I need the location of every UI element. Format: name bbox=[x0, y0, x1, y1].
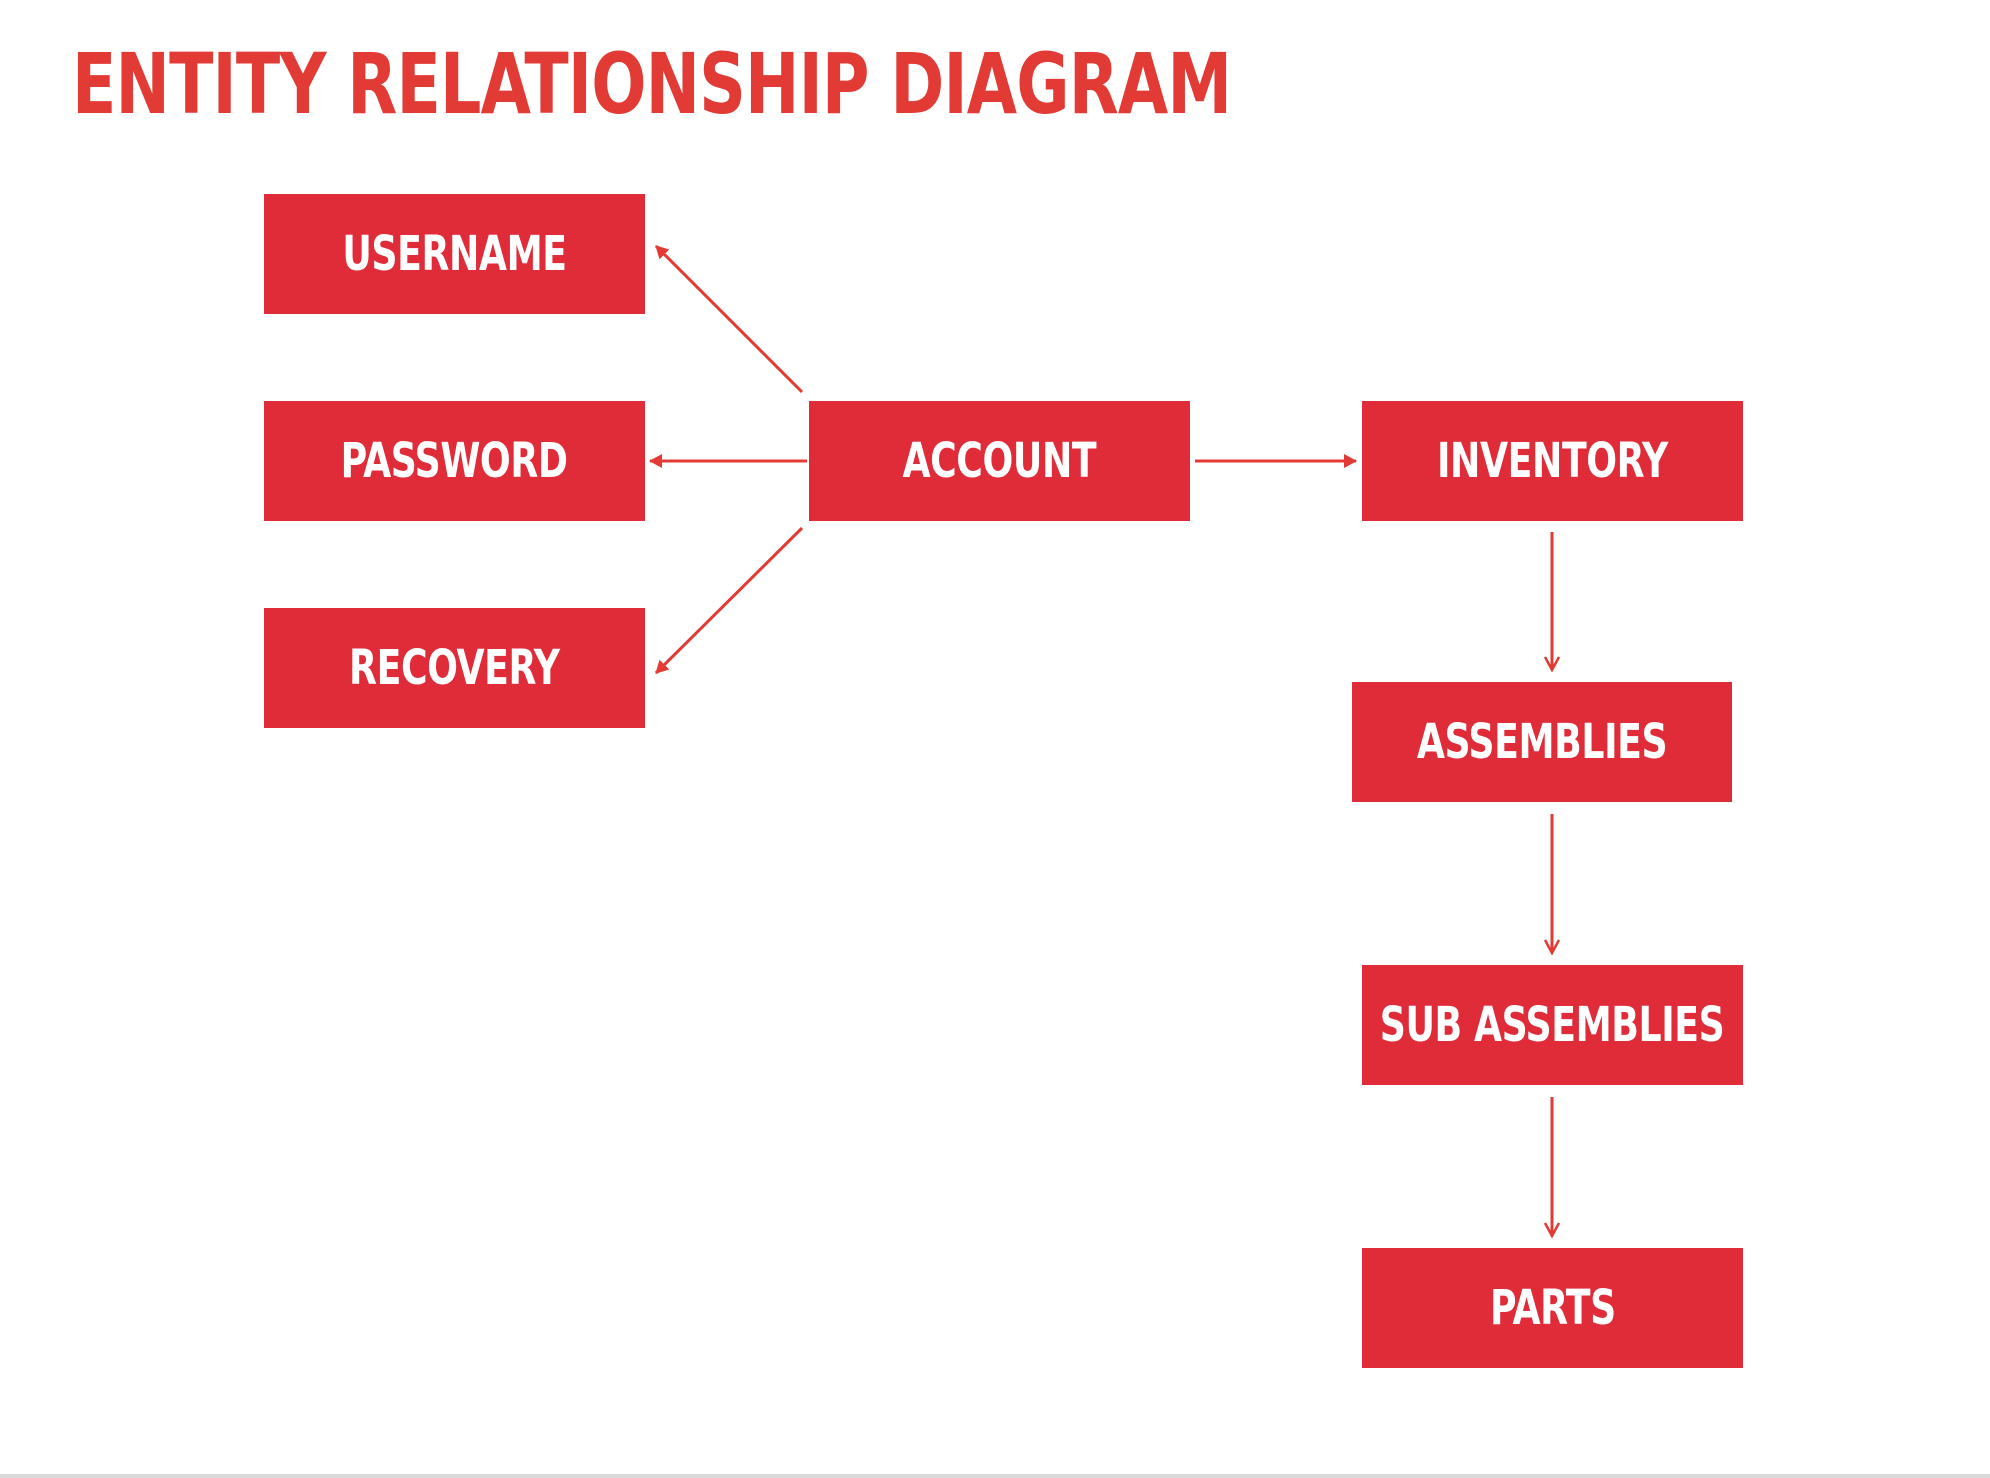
bottom-divider bbox=[0, 1474, 1990, 1478]
entity-password[interactable]: PASSWORD bbox=[264, 401, 645, 521]
entity-account[interactable]: ACCOUNT bbox=[809, 401, 1190, 521]
entity-username[interactable]: USERNAME bbox=[264, 194, 645, 314]
diagram-title: ENTITY RELATIONSHIP DIAGRAM bbox=[72, 35, 1232, 133]
entity-parts[interactable]: PARTS bbox=[1362, 1248, 1743, 1368]
entity-sub-assemblies-label: SUB ASSEMBLIES bbox=[1380, 997, 1725, 1053]
entity-recovery-label: RECOVERY bbox=[349, 640, 560, 696]
entity-assemblies-label: ASSEMBLIES bbox=[1416, 714, 1668, 770]
entity-password-label: PASSWORD bbox=[341, 433, 568, 489]
entity-username-label: USERNAME bbox=[342, 226, 567, 282]
entity-sub-assemblies[interactable]: SUB ASSEMBLIES bbox=[1362, 965, 1743, 1085]
entity-assemblies[interactable]: ASSEMBLIES bbox=[1352, 682, 1732, 802]
entity-inventory-label: INVENTORY bbox=[1437, 433, 1668, 489]
arrow-account-to-recovery bbox=[654, 526, 804, 675]
entity-recovery[interactable]: RECOVERY bbox=[264, 608, 645, 728]
entity-account-label: ACCOUNT bbox=[902, 433, 1097, 489]
entity-inventory[interactable]: INVENTORY bbox=[1362, 401, 1743, 521]
entity-parts-label: PARTS bbox=[1489, 1280, 1616, 1336]
arrow-account-to-username bbox=[654, 244, 804, 394]
